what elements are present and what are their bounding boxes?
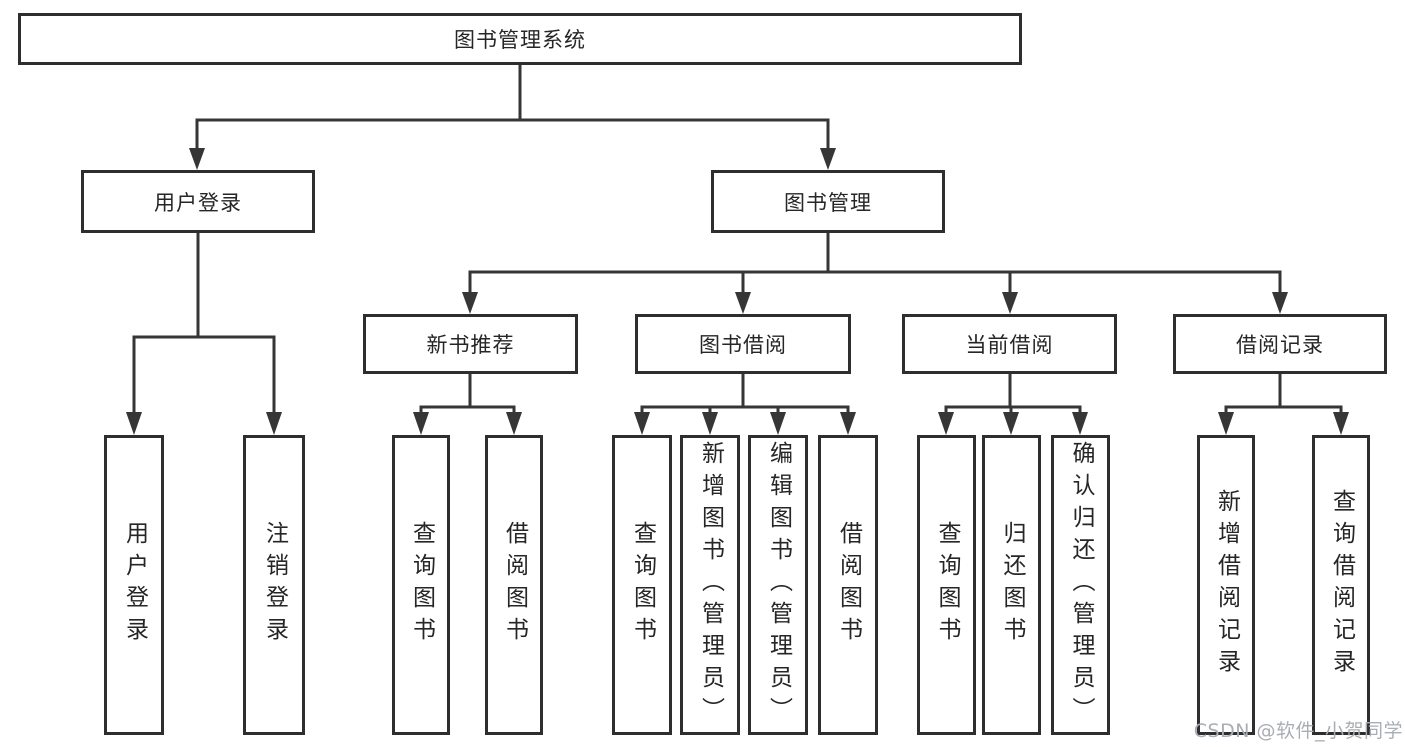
- leaf-borrow-query: 查询图书: [612, 435, 672, 735]
- leaf-user-login: 用户登录: [104, 435, 164, 735]
- leaf-current-confirm-return: 确认归还（管理员）: [1051, 435, 1110, 735]
- connector-new-book: [413, 372, 522, 435]
- csdn-watermark: CSDN @软件_小贺同学: [1193, 720, 1403, 742]
- node-new-book-recommend: 新书推荐: [363, 314, 578, 374]
- leaf-user-login-label: 用户登录: [121, 521, 148, 649]
- node-user-login-label: 用户登录: [154, 190, 242, 215]
- leaf-current-return-label: 归还图书: [999, 521, 1025, 649]
- leaf-borrow-query-label: 查询图书: [629, 521, 656, 649]
- leaf-records-add: 新增借阅记录: [1197, 435, 1255, 735]
- leaf-newbook-query: 查询图书: [392, 435, 450, 735]
- connector-user-login: [126, 231, 282, 435]
- node-book-borrow: 图书借阅: [635, 314, 851, 374]
- leaf-newbook-query-label: 查询图书: [408, 521, 435, 649]
- node-borrow-records: 借阅记录: [1173, 314, 1387, 374]
- node-current-borrow-label: 当前借阅: [965, 333, 1054, 357]
- leaf-logout-label: 注销登录: [261, 521, 288, 649]
- leaf-newbook-borrow: 借阅图书: [485, 435, 543, 735]
- leaf-borrow-add-book-label: 新增图书（管理员）: [697, 441, 724, 729]
- leaf-records-add-label: 新增借阅记录: [1213, 489, 1240, 681]
- node-root-label: 图书管理系统: [454, 28, 586, 52]
- leaf-records-query: 查询借阅记录: [1312, 435, 1370, 735]
- node-root: 图书管理系统: [18, 13, 1022, 65]
- connector-current-borrow: [938, 372, 1088, 435]
- node-current-borrow: 当前借阅: [902, 314, 1117, 374]
- node-book-management: 图书管理: [711, 170, 945, 233]
- connector-book-borrow: [634, 372, 856, 435]
- leaf-borrow-edit-book: 编辑图书（管理员）: [748, 435, 808, 735]
- connector-borrow-records: [1218, 372, 1349, 435]
- leaf-records-query-label: 查询借阅记录: [1328, 489, 1355, 681]
- leaf-borrow-borrow-book: 借阅图书: [818, 435, 878, 735]
- node-book-management-label: 图书管理: [784, 190, 872, 215]
- connector-book-management: [462, 231, 1288, 314]
- leaf-current-return: 归还图书: [982, 435, 1041, 735]
- leaf-current-query-label: 查询图书: [934, 521, 960, 649]
- leaf-current-query: 查询图书: [917, 435, 976, 735]
- leaf-borrow-add-book: 新增图书（管理员）: [680, 435, 740, 735]
- node-new-book-recommend-label: 新书推荐: [426, 333, 515, 357]
- leaf-current-confirm-return-label: 确认归还（管理员）: [1068, 441, 1094, 729]
- node-book-borrow-label: 图书借阅: [699, 333, 787, 357]
- node-user-login: 用户登录: [81, 170, 315, 233]
- leaf-borrow-edit-book-label: 编辑图书（管理员）: [765, 441, 792, 729]
- connector-root: [189, 63, 836, 170]
- node-borrow-records-label: 借阅记录: [1236, 333, 1324, 357]
- leaf-borrow-borrow-book-label: 借阅图书: [835, 521, 862, 649]
- leaf-logout: 注销登录: [243, 435, 305, 735]
- leaf-newbook-borrow-label: 借阅图书: [501, 521, 528, 649]
